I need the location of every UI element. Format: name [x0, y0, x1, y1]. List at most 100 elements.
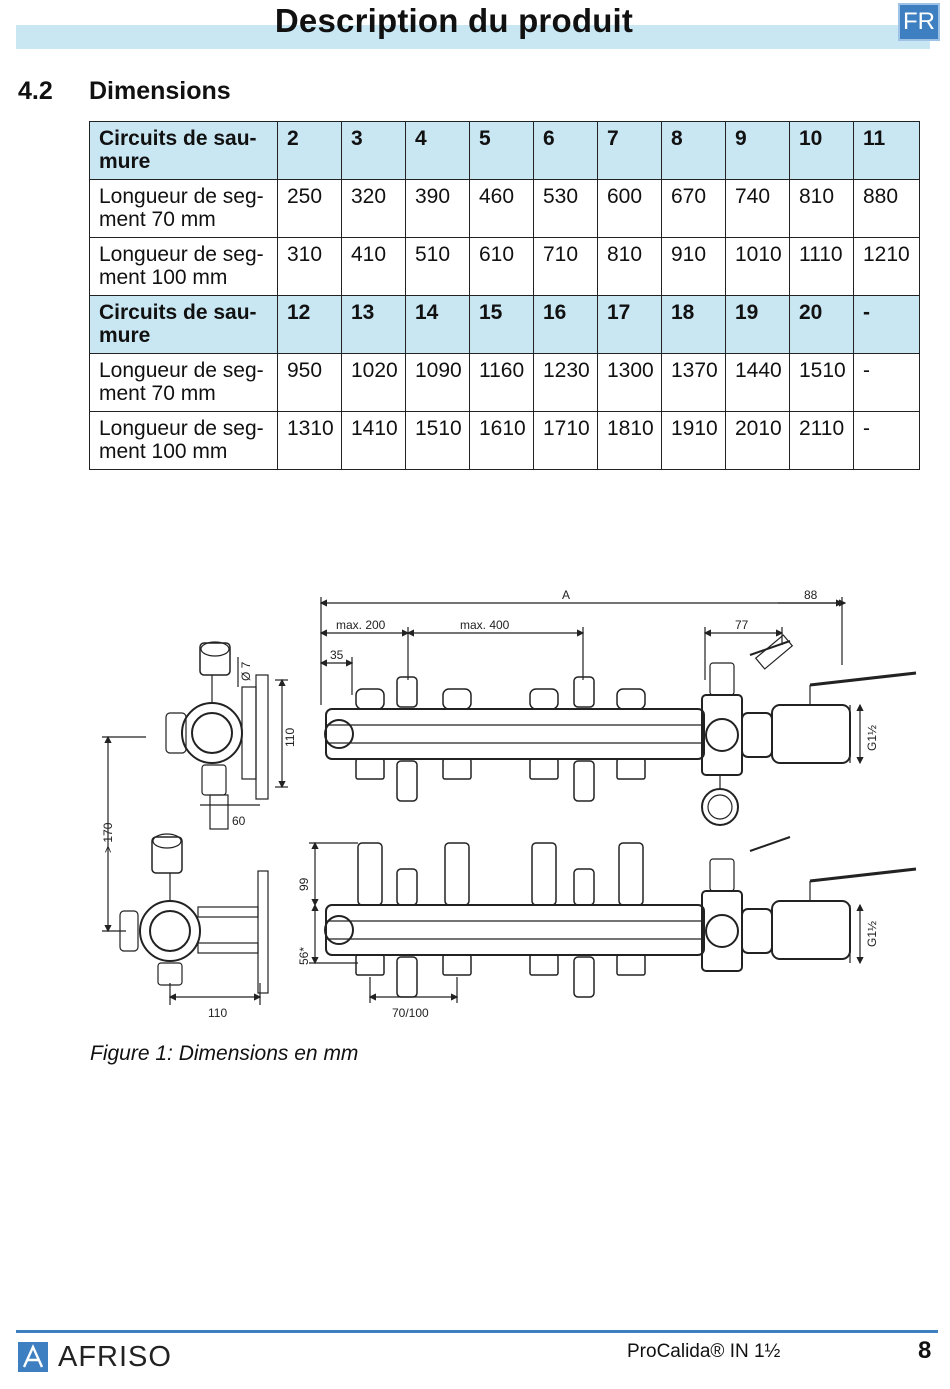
dim-label-60: 60: [232, 814, 246, 828]
dim-label-thread-bottom: G1½: [865, 921, 879, 947]
dim-label-110-width: 110: [208, 1006, 227, 1020]
table-cell: 1110: [789, 237, 854, 296]
section-heading: 4.2 Dimensions: [18, 77, 231, 106]
row-label: Circuits de sau-mure: [89, 295, 278, 354]
dim-label-35: 35: [330, 648, 344, 662]
table-cell: 1010: [725, 237, 790, 296]
table-cell: -: [853, 295, 920, 354]
dim-label-77: 77: [735, 618, 749, 632]
table-cell: 1230: [533, 353, 598, 412]
language-badge: FR: [898, 3, 940, 41]
brand-logo: AFRISO: [18, 1341, 172, 1373]
table-cell: 7: [597, 121, 662, 180]
table-cell: 810: [789, 179, 854, 238]
table-cell: 10: [789, 121, 854, 180]
afriso-logo-icon: [18, 1342, 48, 1372]
table-cell: 1410: [341, 411, 406, 470]
table-cell: 250: [277, 179, 342, 238]
row-label: Longueur de seg-ment 100 mm: [89, 411, 278, 470]
table-cell: 3: [341, 121, 406, 180]
table-cell: 14: [405, 295, 470, 354]
table-cell: 530: [533, 179, 598, 238]
table-cell: 1910: [661, 411, 726, 470]
dim-label-thread-top: G1½: [865, 725, 879, 751]
dim-label-diameter: Ø 7: [239, 661, 253, 681]
table-cell: 20: [789, 295, 854, 354]
table-cell: -: [853, 411, 920, 470]
table-cell: 17: [597, 295, 662, 354]
row-label: Longueur de seg-ment 70 mm: [89, 179, 278, 238]
table-cell: 1370: [661, 353, 726, 412]
table-cell: 1710: [533, 411, 598, 470]
table-cell: 1090: [405, 353, 470, 412]
table-cell: 390: [405, 179, 470, 238]
table-cell: 9: [725, 121, 790, 180]
section-number: 4.2: [18, 77, 53, 105]
row-label: Longueur de seg-ment 100 mm: [89, 237, 278, 296]
table-cell: 310: [277, 237, 342, 296]
dim-label-88: 88: [804, 588, 818, 602]
dim-label-gt170: > 170: [101, 822, 115, 853]
row-label: Circuits de sau-mure: [89, 121, 278, 180]
dim-label-max200: max. 200: [336, 618, 386, 632]
table-cell: 950: [277, 353, 342, 412]
table-cell: 18: [661, 295, 726, 354]
brand-name: AFRISO: [58, 1340, 172, 1373]
table-cell: -: [853, 353, 920, 412]
dim-label-max400: max. 400: [460, 618, 510, 632]
table-cell: 2110: [789, 411, 854, 470]
table-cell: 880: [853, 179, 920, 238]
product-name: ProCalida® IN 1½: [627, 1341, 781, 1362]
page-title: Description du produit: [274, 2, 634, 39]
table-cell: 4: [405, 121, 470, 180]
table-cell: 1810: [597, 411, 662, 470]
table-cell: 2: [277, 121, 342, 180]
table-cell: 410: [341, 237, 406, 296]
table-cell: 910: [661, 237, 726, 296]
table-cell: 740: [725, 179, 790, 238]
table-cell: 6: [533, 121, 598, 180]
table-cell: 1510: [789, 353, 854, 412]
table-cell: 13: [341, 295, 406, 354]
table-cell: 12: [277, 295, 342, 354]
table-cell: 1510: [405, 411, 470, 470]
table-cell: 320: [341, 179, 406, 238]
dim-label-spacing: 70/100: [392, 1006, 429, 1020]
dim-label-overall: A: [562, 588, 570, 602]
table-cell: 510: [405, 237, 470, 296]
table-cell: 15: [469, 295, 534, 354]
dim-label-99: 99: [297, 877, 311, 891]
table-cell: 1300: [597, 353, 662, 412]
dim-label-56: 56*: [297, 947, 311, 965]
manifold-dimension-drawing: A 88 max. 200 max. 400 35 77 G1½ G1½ Ø 7…: [101, 588, 917, 1020]
table-cell: 1210: [853, 237, 920, 296]
table-cell: 610: [469, 237, 534, 296]
page-number: 8: [918, 1337, 932, 1364]
figure-caption: Figure 1: Dimensions en mm: [90, 1042, 359, 1065]
row-label: Longueur de seg-ment 70 mm: [89, 353, 278, 412]
table-cell: 5: [469, 121, 534, 180]
section-title: Dimensions: [89, 77, 231, 105]
table-cell: 2010: [725, 411, 790, 470]
table-cell: 460: [469, 179, 534, 238]
table-cell: 1610: [469, 411, 534, 470]
table-cell: 1020: [341, 353, 406, 412]
header-bar: [16, 25, 930, 49]
table-cell: 670: [661, 179, 726, 238]
table-cell: 1160: [469, 353, 534, 412]
dim-label-110-height: 110: [283, 728, 297, 747]
table-cell: 1440: [725, 353, 790, 412]
table-cell: 710: [533, 237, 598, 296]
table-cell: 19: [725, 295, 790, 354]
table-cell: 8: [661, 121, 726, 180]
table-cell: 1310: [277, 411, 342, 470]
table-cell: 11: [853, 121, 920, 180]
footer-divider: [16, 1330, 938, 1333]
